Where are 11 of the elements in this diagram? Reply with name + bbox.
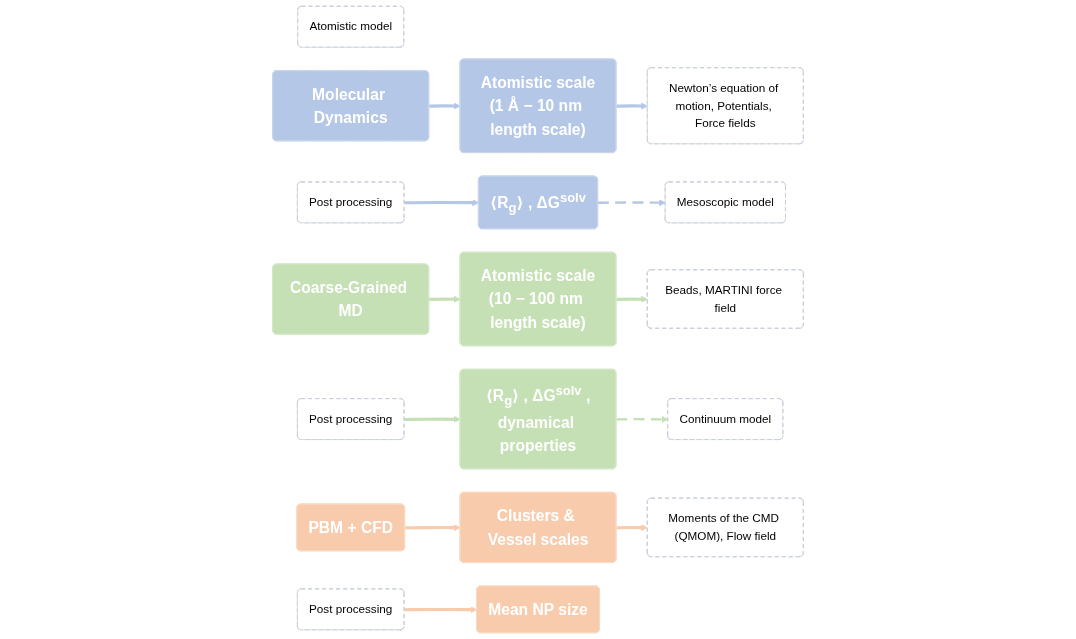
arrow [616,415,669,423]
arrow [616,102,648,110]
arrow [616,295,648,303]
arrow [429,102,461,110]
arrow [429,295,461,303]
arrow [404,415,461,423]
arrow [404,199,480,207]
arrow [405,524,461,532]
arrow [598,199,666,207]
arrow [404,606,478,614]
arrow [616,524,648,532]
